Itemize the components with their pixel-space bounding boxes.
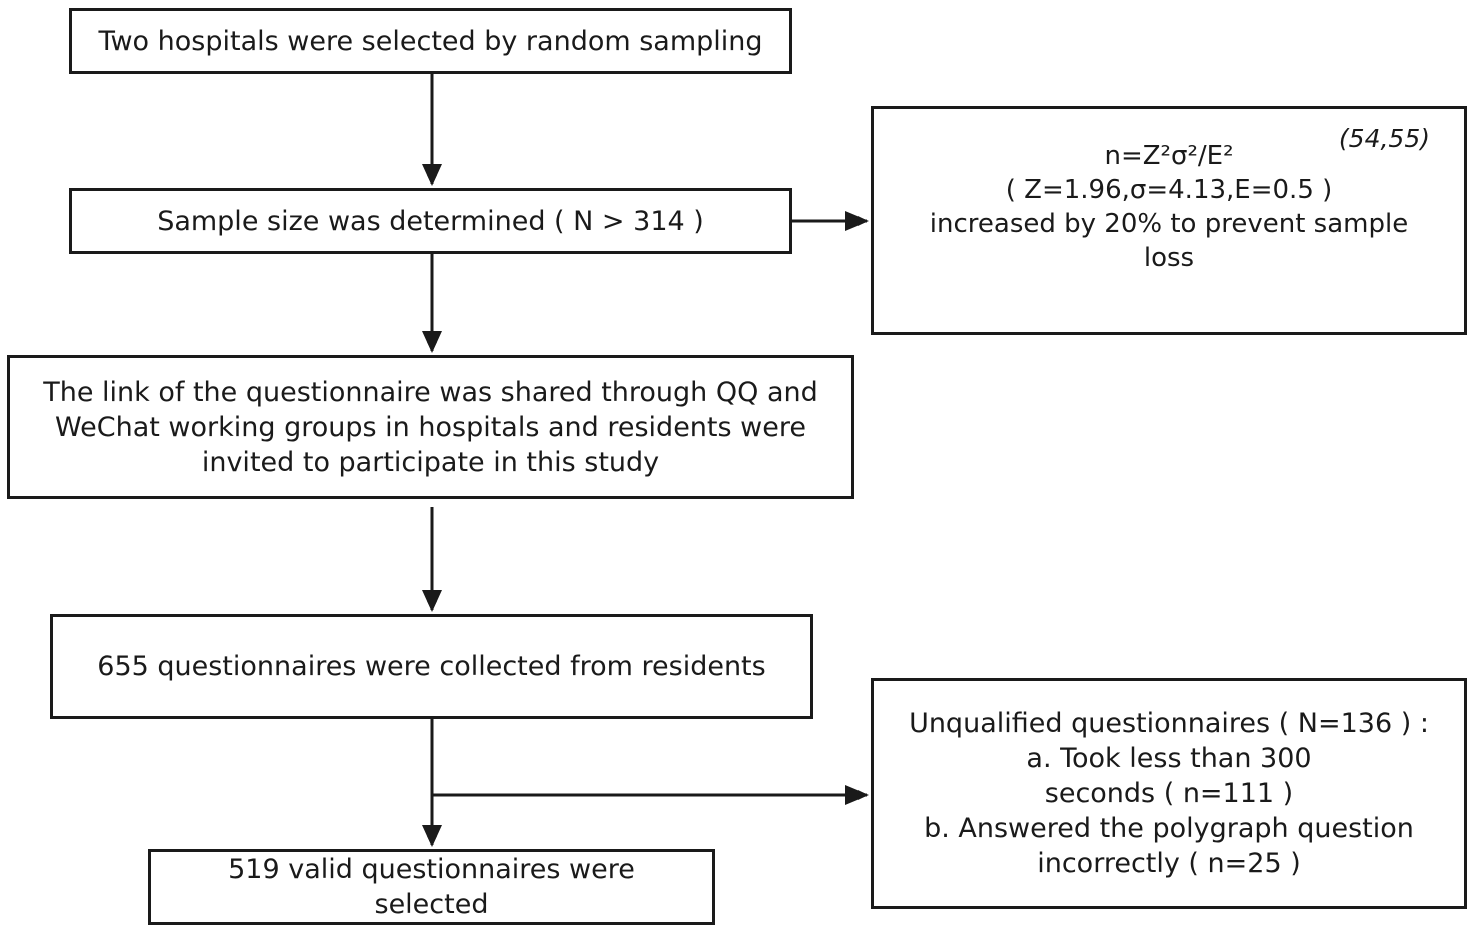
box-hospitals-text: Two hospitals were selected by random sa… [98, 25, 763, 57]
formula-line: n=Z²σ²/E² [1104, 141, 1234, 171]
valid-line: selected [374, 889, 489, 920]
formula-params-line: ( Z=1.96,σ=4.13,E=0.5 ) [1005, 175, 1333, 205]
box-sample-size: Sample size was determined ( N > 314 ) [69, 188, 792, 254]
box-sample-size-text: Sample size was determined ( N > 314 ) [157, 205, 704, 237]
box-unqualified: Unqualified questionnaires ( N=136 ) : a… [871, 678, 1467, 909]
link-text-line: WeChat working groups in hospitals and r… [55, 411, 806, 443]
valid-line: 519 valid questionnaires were [228, 854, 635, 885]
unqualified-line: incorrectly ( n=25 ) [1037, 848, 1301, 879]
box-hospitals-selected: Two hospitals were selected by random sa… [69, 8, 792, 74]
unqualified-line: Unqualified questionnaires ( N=136 ) : [909, 708, 1429, 739]
box-questionnaire-link: The link of the questionnaire was shared… [7, 355, 854, 499]
box-valid-selected: 519 valid questionnaires were selected [148, 849, 715, 925]
link-text-line: The link of the questionnaire was shared… [43, 376, 818, 408]
link-text-line: invited to participate in this study [201, 446, 660, 478]
unqualified-line: b. Answered the polygraph question [924, 813, 1414, 844]
formula-note-line: loss [1143, 243, 1195, 273]
box-collected: 655 questionnaires were collected from r… [50, 614, 813, 719]
box-collected-text: 655 questionnaires were collected from r… [97, 651, 766, 682]
box-sample-formula: (54,55) n=Z²σ²/E² ( Z=1.96,σ=4.13,E=0.5 … [871, 106, 1467, 335]
unqualified-line: seconds ( n=111 ) [1044, 778, 1294, 809]
unqualified-line: a. Took less than 300 [1026, 743, 1312, 774]
citation-label: (54,55) [1338, 124, 1430, 153]
formula-note-line: increased by 20% to prevent sample [929, 209, 1409, 239]
